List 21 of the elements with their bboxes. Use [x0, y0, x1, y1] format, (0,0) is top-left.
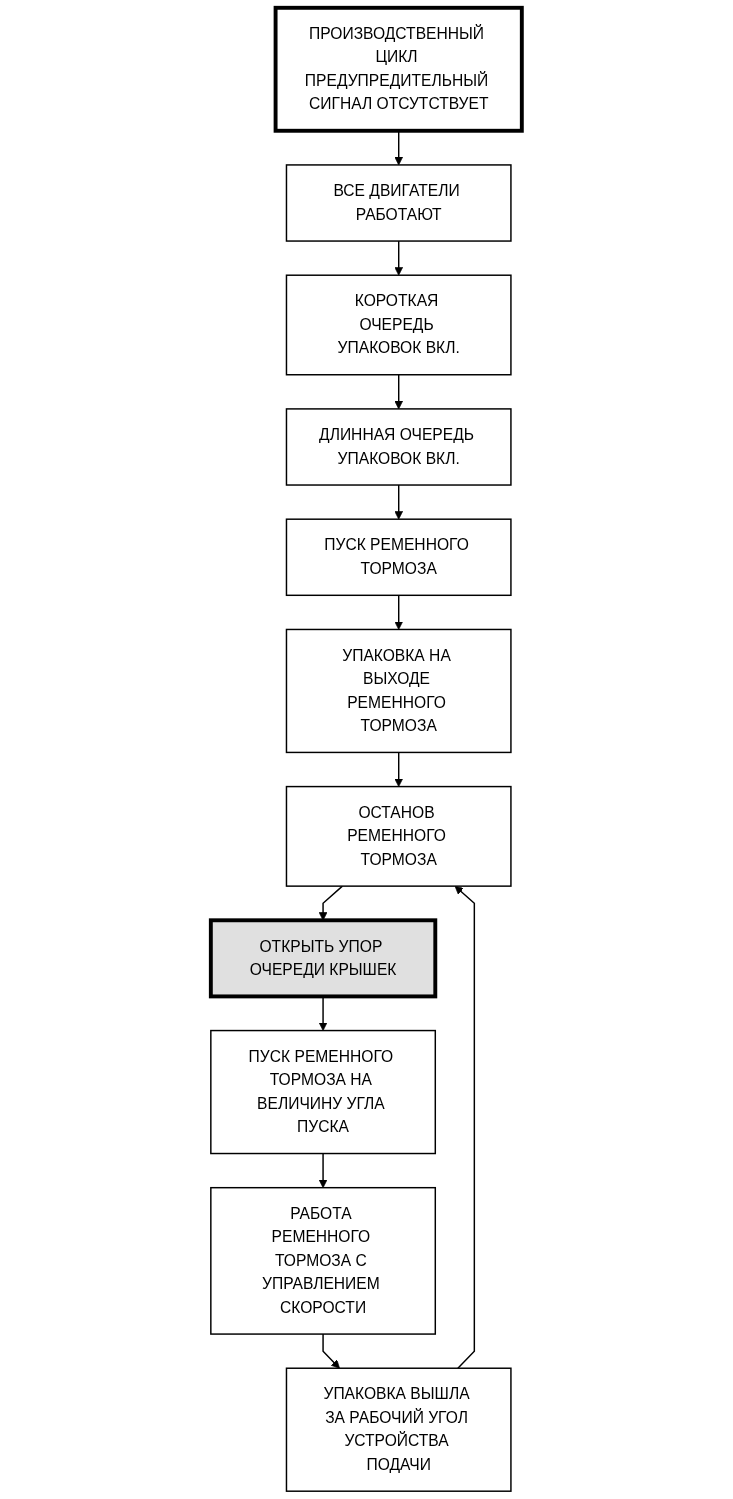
- arrow: [394, 751, 404, 787]
- arrow: [318, 885, 344, 921]
- arrow: [322, 1333, 341, 1369]
- node-box: УПАКОВКА НА ВЫХОДЕ РЕМЕННОГО ТОРМОЗА: [285, 628, 512, 754]
- arrow: [394, 594, 404, 630]
- node-box: ОТКРЫТЬ УПОР ОЧЕРЕДИ КРЫШЕК: [209, 918, 438, 999]
- arrow: [394, 130, 404, 166]
- node-box: ОСТАНОВ РЕМЕННОГО ТОРМОЗА: [285, 785, 512, 887]
- arrow: [318, 1152, 328, 1189]
- node-box: КОРОТКАЯ ОЧЕРЕДЬ УПАКОВОК ВКЛ.: [285, 274, 512, 376]
- node-box: ПУСК РЕМЕННОГО ТОРМОЗА НА ВЕЛИЧИНУ УГЛА ПУСКА: [210, 1029, 437, 1155]
- node-box: РАБОТА РЕМЕННОГО ТОРМОЗА С УПРАВЛЕНИЕМ СКОРОСТИ: [210, 1186, 437, 1335]
- node-box: ПРОИЗВОДСТВЕННЫЙ ЦИКЛ ПРЕДУПРЕДИТЕЛЬНЫЙ СИГНАЛ ОТСУТСТВУЕТ: [273, 5, 524, 133]
- arrow: [394, 240, 404, 276]
- arrow: [454, 885, 476, 1369]
- arrow: [394, 374, 404, 410]
- arrow: [394, 484, 404, 520]
- node-box: ДЛИННАЯ ОЧЕРЕДЬ УПАКОВОК ВКЛ.: [285, 408, 512, 486]
- node-box: ПУСК РЕМЕННОГО ТОРМОЗА: [285, 518, 512, 597]
- node-box: УПАКОВКА ВЫШЛА ЗА РАБОЧИЙ УГОЛ УСТРОЙСТВА ПОДАЧИ: [285, 1367, 512, 1492]
- node-box: ВСЕ ДВИГАТЕЛИ РАБОТАЮТ: [285, 164, 512, 242]
